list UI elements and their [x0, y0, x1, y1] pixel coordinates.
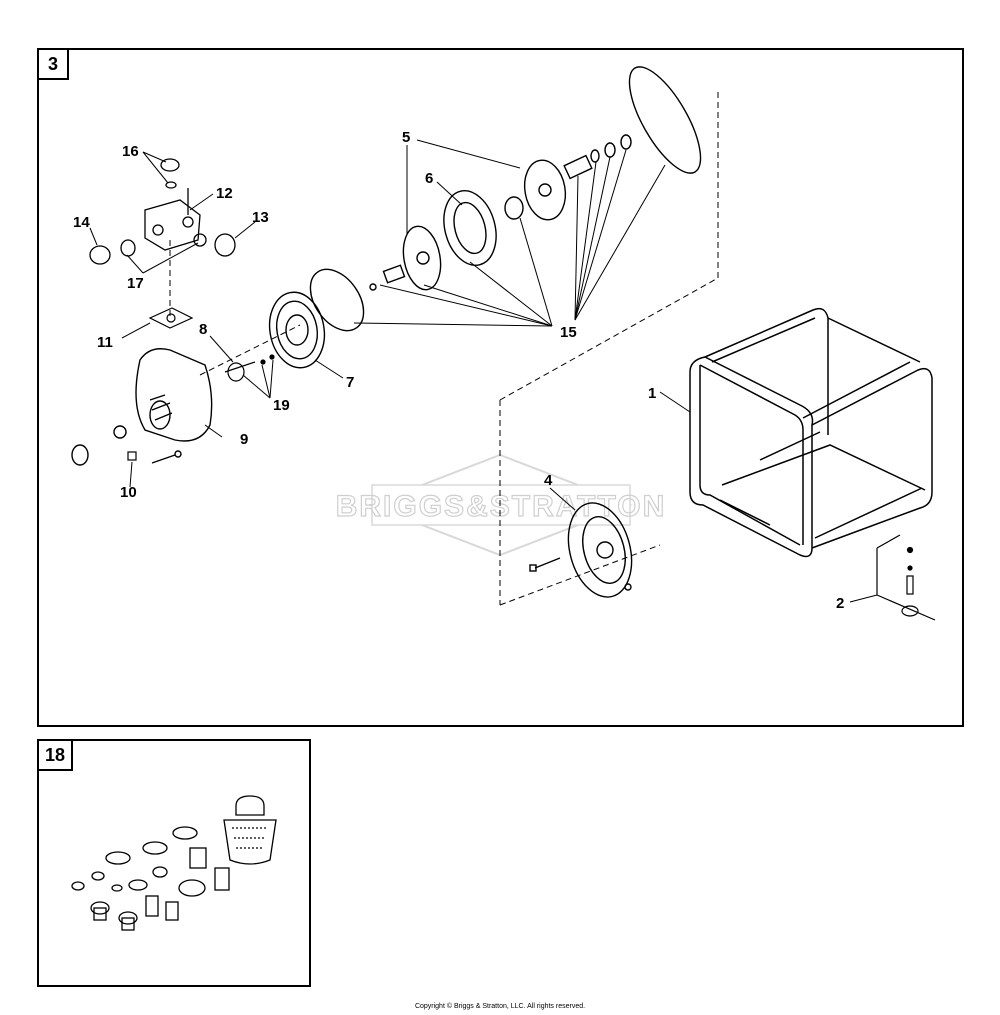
part-engine-adapter — [529, 502, 633, 598]
diagram-panel-accessory: 18 — [37, 739, 311, 987]
callout-9: 9 — [240, 431, 248, 448]
part-mount-hardware — [876, 534, 936, 621]
callout-10: 10 — [120, 484, 137, 501]
callout-4: 4 — [544, 472, 553, 489]
diagram-panel-main: 3 — [37, 48, 964, 727]
callout-6: 6 — [425, 170, 433, 187]
callout-2: 2 — [836, 595, 844, 612]
callout-15: 15 — [560, 324, 577, 341]
part-gasket — [148, 307, 194, 329]
part-valve-group — [89, 158, 236, 265]
watermark-logo: BRIGGS&STRATTON — [335, 453, 665, 557]
callout-13: 13 — [252, 209, 269, 226]
accessory-kit-parts — [71, 795, 277, 931]
callout-11: 11 — [97, 334, 113, 351]
callout-1: 1 — [648, 385, 656, 402]
part-volute — [268, 291, 326, 369]
copyright-footer: Copyright © Briggs & Stratton, LLC. All … — [414, 1003, 586, 1010]
part-frame — [689, 307, 933, 558]
assembly-dashed-outline — [169, 90, 719, 606]
part-drain-plug — [127, 451, 137, 461]
panel-badge-main: 3 — [39, 50, 69, 80]
callout-8: 8 — [199, 321, 207, 338]
part-seal-pins — [224, 354, 275, 382]
callout-labels: 1 2 4 5 6 7 8 9 10 11 12 13 14 15 16 17 … — [73, 129, 844, 612]
callout-17: 17 — [127, 275, 144, 292]
callout-16: 16 — [122, 143, 139, 160]
part-impeller-group — [309, 66, 702, 332]
callout-leaders — [89, 139, 878, 603]
callout-5: 5 — [402, 129, 410, 146]
callout-19: 19 — [273, 397, 290, 414]
callout-14: 14 — [73, 214, 90, 231]
part-pump-housing — [71, 348, 213, 466]
callout-12: 12 — [216, 185, 233, 202]
panel-badge-accessory: 18 — [39, 741, 73, 771]
callout-7: 7 — [346, 374, 354, 391]
